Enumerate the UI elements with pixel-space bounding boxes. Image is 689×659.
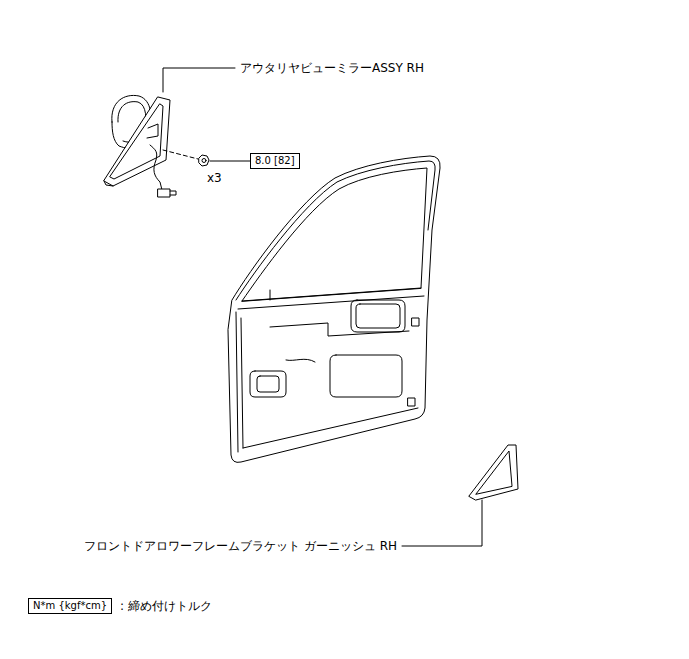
leader-line [210,161,250,162]
door-drawing [228,156,440,462]
box-text: N*m {kgf*cm} [33,600,107,611]
part-name: フロントドアロワーフレームブラケット ガーニッシュ RH [84,539,397,553]
leader-line [163,68,235,92]
box-text: 8.0 [82] [255,155,295,166]
legend-box: N*m {kgf*cm} [28,598,112,614]
mirror-drawing [104,95,176,197]
nut-symbol [199,155,209,166]
leader-line [402,500,482,546]
garnish-drawing [469,445,518,500]
torque-box: 8.0 [82] [250,153,300,169]
legend-text: : 締め付けトルク [120,599,212,613]
dashed-line [163,150,198,159]
quantity: x3 [207,171,222,185]
part-name: アウタリヤビューミラーASSY RH [240,61,424,75]
